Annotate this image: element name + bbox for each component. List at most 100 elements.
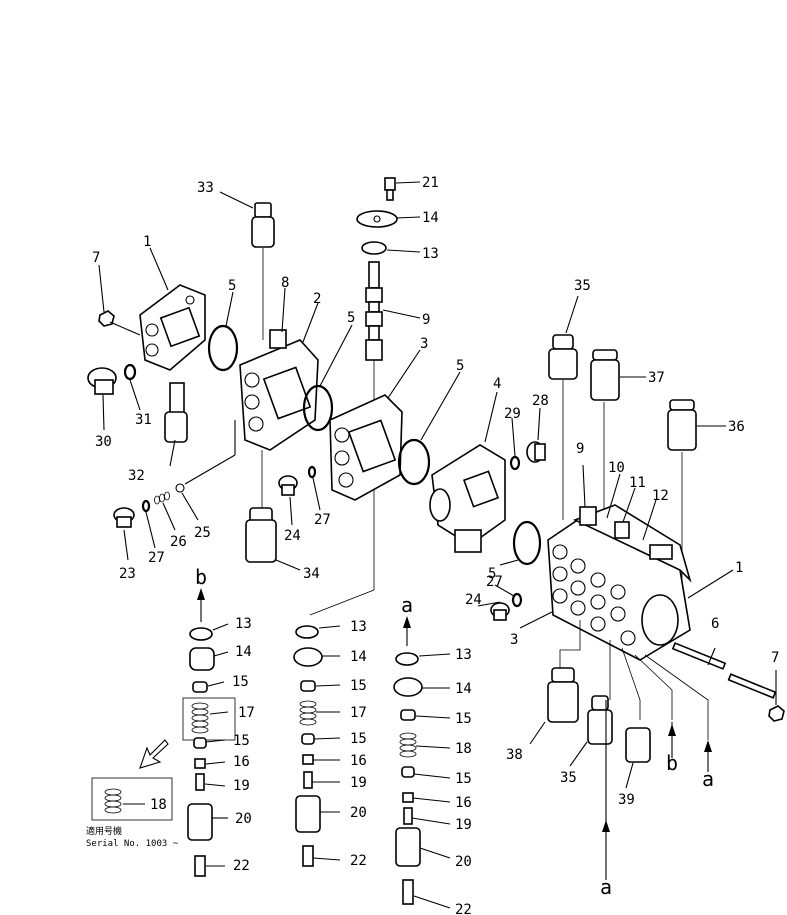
callout-26: 26 <box>170 534 187 550</box>
arrow-a-left <box>403 616 411 646</box>
callout-28: 28 <box>532 393 549 409</box>
s1-callout-13: 13 <box>235 616 252 632</box>
s1-callout-16: 16 <box>233 754 250 770</box>
retainer-part-15a-s3 <box>400 709 416 721</box>
o-ring-part-27b <box>307 465 317 479</box>
callout-7-right: 7 <box>771 650 779 666</box>
callout-23: 23 <box>119 566 136 582</box>
retainer-part-15a-s2 <box>300 680 316 692</box>
end-cover-part-1 <box>139 284 206 371</box>
callout-34: 34 <box>303 566 320 582</box>
flange-part-14 <box>356 210 398 228</box>
seal-part-13-s3 <box>395 652 419 666</box>
callout-3-bottom: 3 <box>510 632 518 648</box>
s2-callout-20: 20 <box>350 805 367 821</box>
outline-arrow-icon <box>139 739 169 769</box>
callout-5-d: 5 <box>488 566 496 582</box>
callout-11: 11 <box>629 475 646 491</box>
callout-33: 33 <box>197 180 214 196</box>
cartridge-part-35-bottom <box>587 695 613 745</box>
retainer-part-15b-s3 <box>401 766 415 778</box>
flange-part-14-s3 <box>393 677 423 697</box>
callout-13-top: 13 <box>422 246 439 262</box>
retainer-part-15a-s1 <box>192 681 208 693</box>
end-cover-part-4 <box>429 444 506 553</box>
callout-29: 29 <box>504 406 521 422</box>
arrow-b-left <box>197 588 205 622</box>
cap-part-39 <box>625 727 651 763</box>
s1-callout-20: 20 <box>235 811 252 827</box>
s1-callout-18: 18 <box>150 797 167 813</box>
letter-a-top: a <box>401 593 413 617</box>
cartridge-part-34 <box>245 507 277 563</box>
s3-callout-22: 22 <box>455 902 472 915</box>
s3-callout-14: 14 <box>455 681 472 697</box>
plug-part-23 <box>113 507 135 528</box>
cap-part-37 <box>590 349 620 401</box>
callout-12: 12 <box>652 488 669 504</box>
spring-part-17-s2 <box>299 700 317 726</box>
callout-9-right: 9 <box>576 441 584 457</box>
letter-a-mid: a <box>702 767 714 791</box>
spring-part-26 <box>154 491 170 505</box>
spring-part-17-s1 <box>191 702 209 734</box>
callout-2: 2 <box>313 291 321 307</box>
s2-callout-16: 16 <box>350 753 367 769</box>
s3-callout-15a: 15 <box>455 711 472 727</box>
o-ring-part-5c <box>397 438 431 486</box>
callout-1-right: 1 <box>735 560 743 576</box>
callout-10: 10 <box>608 460 625 476</box>
valve-section-part-3 <box>329 394 403 501</box>
callout-25: 25 <box>194 525 211 541</box>
applicable-serial-label: 適用号機 <box>86 825 122 837</box>
callout-27-right: 27 <box>486 574 503 590</box>
plug-part-28 <box>526 441 546 463</box>
callout-8: 8 <box>281 275 289 291</box>
tie-rod-part-6 <box>671 642 777 699</box>
o-ring-part-27a <box>141 499 151 513</box>
s3-callout-13: 13 <box>455 647 472 663</box>
seal-part-13-top <box>361 241 387 255</box>
plug-part-30 <box>87 367 117 395</box>
letter-b-mid: b <box>666 751 678 775</box>
cap-part-20-s2 <box>295 795 321 833</box>
spring-group-box-s1 <box>182 697 236 741</box>
letter-a-bottom: a <box>600 875 612 899</box>
bolt-part-19-s1 <box>195 773 205 791</box>
s1-callout-19: 19 <box>233 778 250 794</box>
callout-37: 37 <box>648 370 665 386</box>
callout-21: 21 <box>422 175 439 191</box>
callout-30: 30 <box>95 434 112 450</box>
callout-7-left: 7 <box>92 250 100 266</box>
bolt-part-22-s1 <box>194 855 206 877</box>
seal-part-13-s1 <box>189 627 213 641</box>
arrow-b-right-mid <box>668 722 676 758</box>
callout-14-top: 14 <box>422 210 439 226</box>
s2-callout-15a: 15 <box>350 678 367 694</box>
flange-part-14-s2 <box>293 647 323 667</box>
s3-callout-20: 20 <box>455 854 472 870</box>
s1-callout-15a: 15 <box>232 674 249 690</box>
s2-callout-13: 13 <box>350 619 367 635</box>
cap-part-20-s1 <box>187 803 213 841</box>
callout-27-left: 27 <box>148 550 165 566</box>
o-ring-part-29 <box>509 455 521 471</box>
s2-callout-14: 14 <box>350 649 367 665</box>
arrow-a-right-mid <box>704 740 712 772</box>
callout-35-top: 35 <box>574 278 591 294</box>
callout-39: 39 <box>618 792 635 808</box>
nut-part-7-right <box>768 705 785 722</box>
cap-part-20-s3 <box>395 827 421 867</box>
bolt-part-22-s3 <box>402 879 414 905</box>
callout-38: 38 <box>506 747 523 763</box>
stopper-part-16-s3 <box>402 792 414 803</box>
seal-part-13-s2 <box>295 625 319 639</box>
flange-part-14-s1 <box>189 647 215 671</box>
callout-9-left: 9 <box>422 312 430 328</box>
relief-valve-part-32 <box>164 382 188 443</box>
serial-number-text: Serial No. 1003 ~ <box>86 839 179 849</box>
cartridge-part-38 <box>547 667 579 723</box>
s1-callout-14: 14 <box>235 644 252 660</box>
callout-32: 32 <box>128 468 145 484</box>
